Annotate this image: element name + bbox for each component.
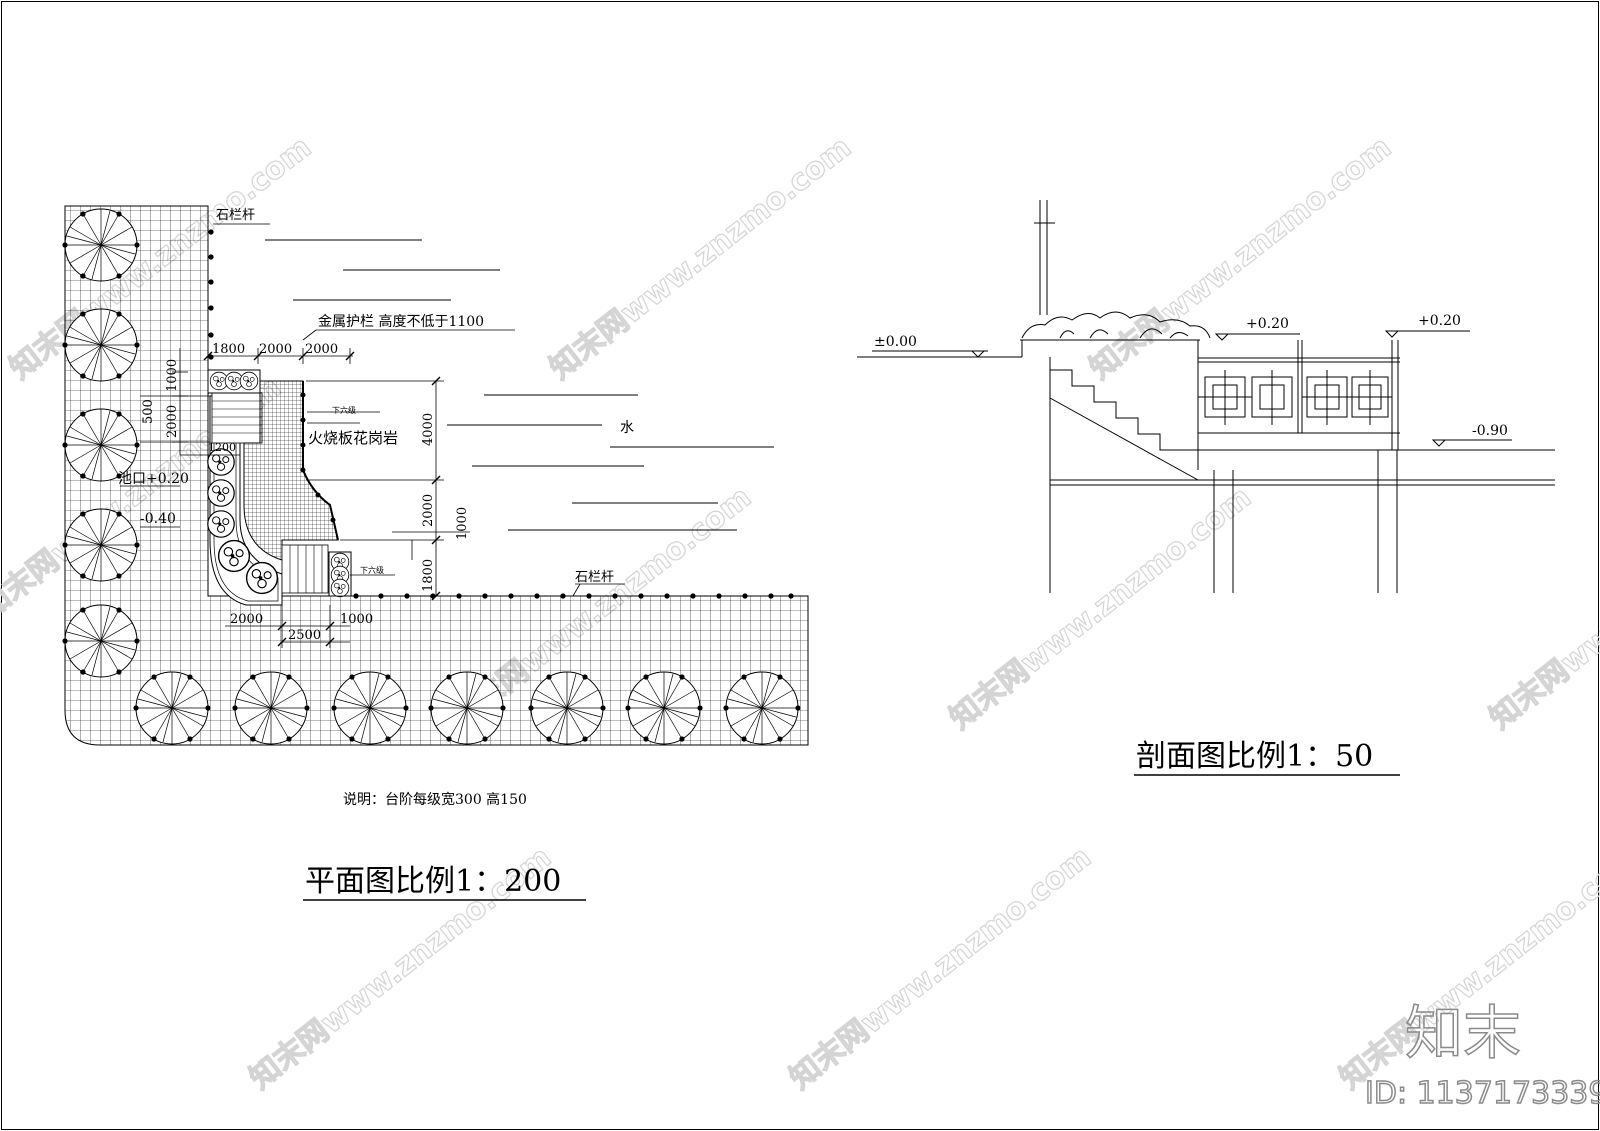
water-lines [265, 239, 774, 531]
label-stone-railing-top: 石栏杆 [216, 208, 255, 223]
label-metal-railing: 金属护栏 高度不低于1100 [318, 313, 484, 330]
dim-1000-bottom: 1000 [340, 612, 373, 627]
watermark-text: 知末网www.znzmo.com [943, 480, 1258, 737]
label-pool-edge: 池口+0.20 [118, 471, 189, 487]
brand-id: ID: 1137173339 [1365, 1076, 1600, 1111]
label-down-six-1: 下六级 [332, 405, 356, 415]
bottom-steps [281, 544, 329, 594]
dim-2000-bottom: 2000 [230, 612, 263, 627]
dimension-ticks [203, 351, 441, 647]
dim-1800-vertical: 1800 [421, 559, 436, 592]
dim-500-vertical: 500 [141, 399, 156, 424]
top-steps [211, 392, 263, 444]
plan-title: 平面图比例1：200 [305, 864, 561, 899]
brand-logo: 知末 [1405, 999, 1521, 1067]
watermark-text: 知末网www.znzmo.com [1483, 480, 1600, 737]
dim-1800-top: 1800 [212, 342, 245, 357]
section-title: 剖面图比例1：50 [1136, 739, 1373, 774]
section-labels: ±0.00 +0.20 +0.20 -0.90 [874, 313, 1508, 439]
railing-lattice [1198, 370, 1392, 425]
dim-1000-vertical-2: 1000 [455, 507, 470, 540]
label-down-six-2: 下六级 [360, 565, 384, 575]
label-stone-railing-bottom: 石栏杆 [575, 570, 614, 585]
leader-lines [213, 223, 625, 597]
plan-note: 说明：台阶每级宽300 高150 [343, 791, 527, 808]
label-water: 水 [620, 420, 634, 436]
label-level-low: -0.40 [140, 511, 176, 527]
level-plus-a: +0.20 [1246, 316, 1289, 332]
dim-2500-bottom: 2500 [288, 628, 321, 643]
dim-2000-vertical: 2000 [165, 405, 180, 438]
metal-railing-posts [300, 392, 336, 523]
section-view [857, 200, 1555, 593]
dim-1200: 1200 [208, 441, 236, 454]
label-granite: 火烧板花岗岩 [308, 429, 398, 447]
level-plus-b: +0.20 [1418, 313, 1461, 329]
dim-2000-b: 2000 [305, 342, 338, 357]
plan-view: 石栏杆 金属护栏 高度不低于1100 火烧板花岗岩 水 下六级 下六级 石栏杆 … [61, 205, 809, 901]
stone-railing-posts-vertical [208, 229, 214, 360]
dim-4000-vertical: 4000 [421, 413, 436, 446]
level-zero: ±0.00 [874, 334, 917, 350]
dim-1000-vertical: 1000 [165, 359, 180, 392]
dim-2000-vertical-2: 2000 [421, 494, 436, 527]
stone-railing-posts-horizontal [353, 593, 794, 599]
paved-area [64, 205, 809, 746]
watermark-text: 知末网www.znzmo.com [543, 130, 858, 387]
planter-bed-inner [213, 399, 279, 602]
dim-2000-a: 2000 [259, 342, 292, 357]
level-minus: -0.90 [1472, 423, 1508, 439]
watermark-text: 知末网www.znzmo.com [1083, 130, 1398, 387]
watermark-text: 知末网www.znzmo.com [783, 840, 1098, 1097]
